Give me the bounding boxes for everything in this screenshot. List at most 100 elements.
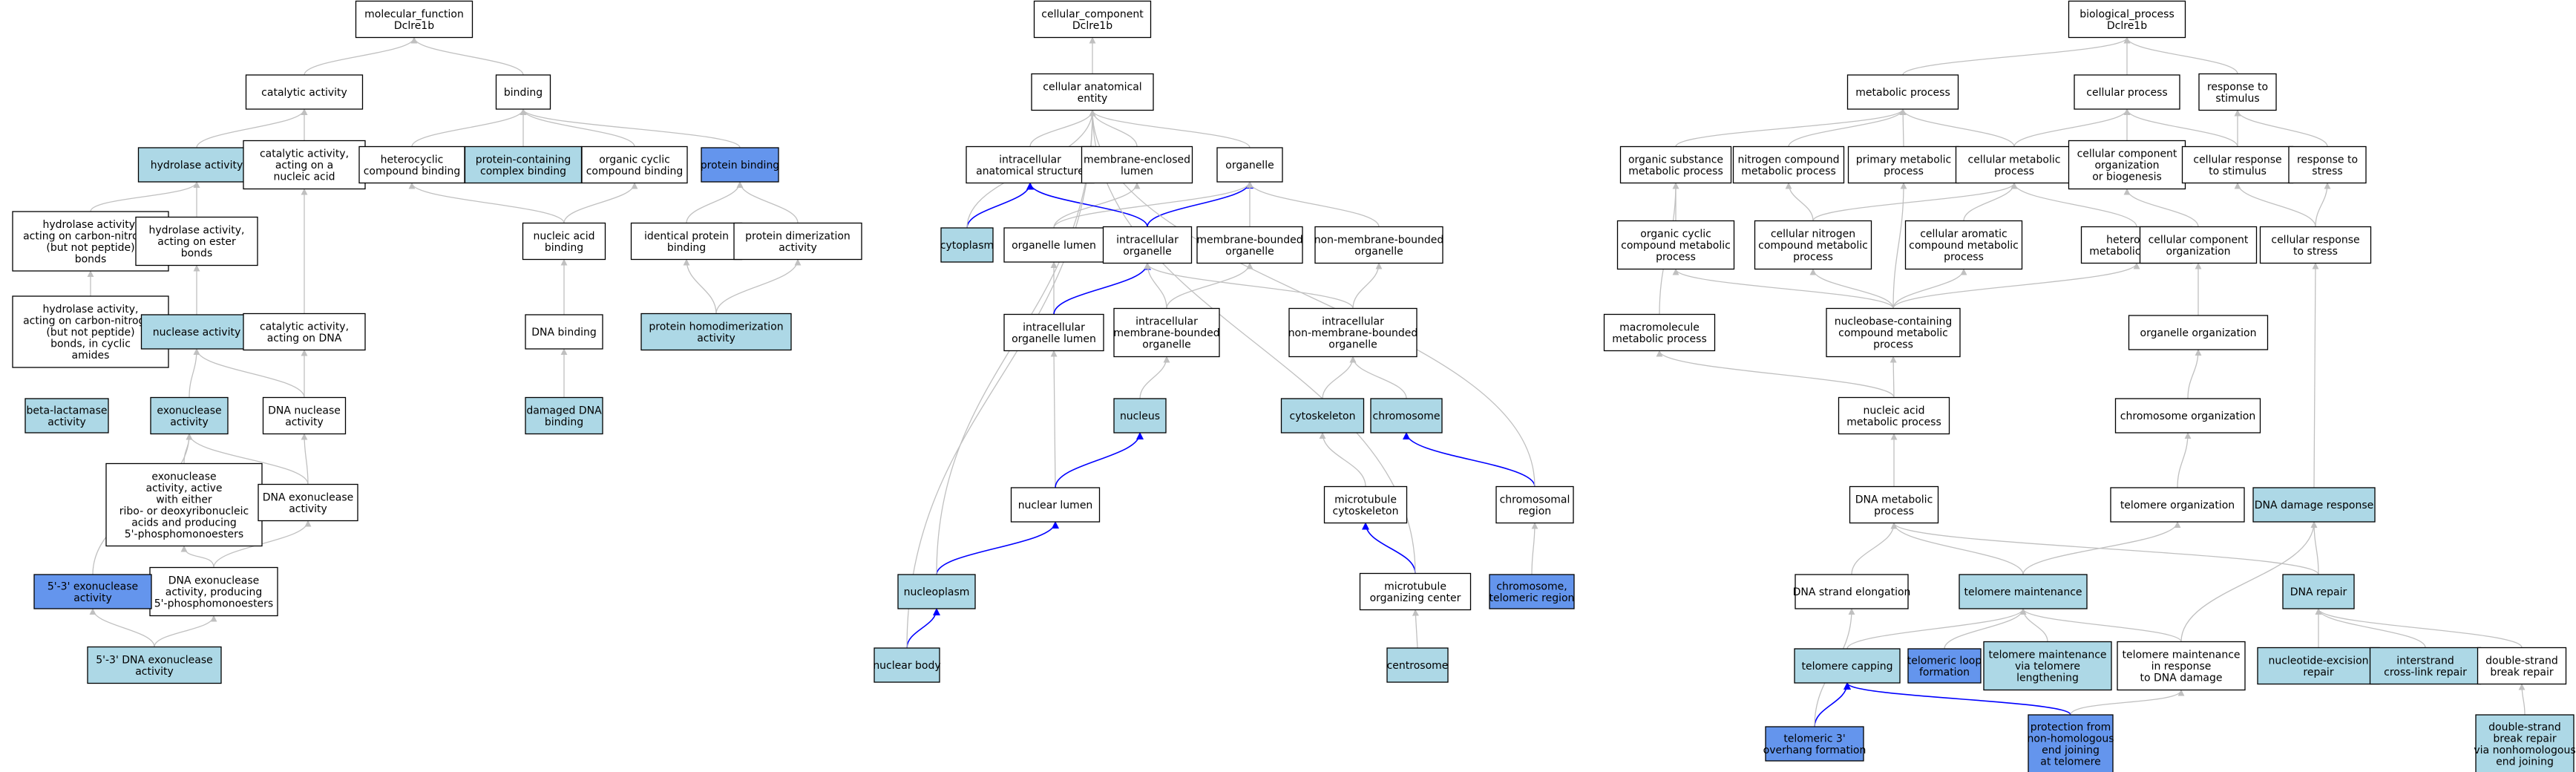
edge-mtoc-to-mtcs bbox=[1362, 522, 1416, 574]
go-term-node-nuc[interactable]: nuclease activity bbox=[140, 314, 253, 350]
node-label-line: compound metabolic bbox=[1621, 240, 1731, 252]
go-term-node-org[interactable]: organelle bbox=[1216, 147, 1283, 183]
node-label: chromosome,telomeric region bbox=[1489, 580, 1575, 604]
go-term-node-chrorg[interactable]: chromosome organization bbox=[2114, 398, 2261, 434]
go-term-node-telorg[interactable]: telomere organization bbox=[2110, 487, 2245, 523]
edge-dnaexo-to-dnanuc bbox=[301, 433, 309, 485]
go-term-node-nucleus[interactable]: nucleus bbox=[1113, 398, 1167, 434]
node-label-line: nucleic acid bbox=[533, 230, 594, 242]
go-term-node-hydro[interactable]: hydrolase activity bbox=[137, 147, 256, 183]
edge-org-to-cae bbox=[1089, 109, 1251, 148]
go-term-node-cytosk[interactable]: cytoskeleton bbox=[1280, 398, 1365, 434]
go-term-node-catdna[interactable]: catalytic activity,acting on DNA bbox=[243, 313, 366, 351]
go-term-node-ddr[interactable]: DNA damage response bbox=[2252, 487, 2376, 523]
go-term-node-cellp[interactable]: cellular process bbox=[2074, 74, 2180, 110]
node-label: cytoplasm bbox=[940, 240, 994, 252]
go-term-node-bind[interactable]: binding bbox=[495, 74, 551, 110]
go-term-node-telm[interactable]: telomere maintenance bbox=[1959, 574, 2088, 609]
node-box bbox=[2028, 714, 2114, 772]
go-term-node-centro[interactable]: centrosome bbox=[1386, 647, 1449, 683]
go-term-node-nlumen[interactable]: nuclear lumen bbox=[1010, 487, 1101, 523]
go-term-node-orgl[interactable]: organelle lumen bbox=[1003, 227, 1104, 263]
go-term-node-dnarep[interactable]: DNA repair bbox=[2282, 574, 2355, 609]
go-term-node-chrom[interactable]: chromosome bbox=[1370, 398, 1443, 434]
go-term-node-ctr[interactable]: chromosome,telomeric region bbox=[1489, 574, 1575, 609]
go-term-node-dnab[interactable]: DNA binding bbox=[525, 314, 603, 350]
go-term-node-metp[interactable]: metabolic process bbox=[1846, 74, 1959, 110]
go-term-node-orgorg[interactable]: organelle organization bbox=[2128, 315, 2269, 350]
go-term-node-cyto[interactable]: cytoplasm bbox=[940, 227, 994, 263]
go-term-node-nucpl[interactable]: nucleoplasm bbox=[897, 574, 976, 609]
go-term-node-telcap[interactable]: telomere capping bbox=[1794, 648, 1901, 684]
edge-layer bbox=[87, 36, 2526, 727]
go-term-node-t3o[interactable]: telomeric 3'overhang formation bbox=[1763, 726, 1867, 762]
go-term-node-dnase[interactable]: DNA strand elongation bbox=[1793, 574, 1911, 609]
node-box bbox=[1370, 398, 1443, 434]
go-term-node-cat[interactable]: catalytic activity bbox=[245, 74, 364, 110]
node-label-line: telomeric 3' bbox=[1783, 733, 1845, 745]
go-term-node-pb[interactable]: protein binding bbox=[701, 147, 779, 183]
go-term-node-nbody[interactable]: nuclear body bbox=[873, 647, 941, 683]
